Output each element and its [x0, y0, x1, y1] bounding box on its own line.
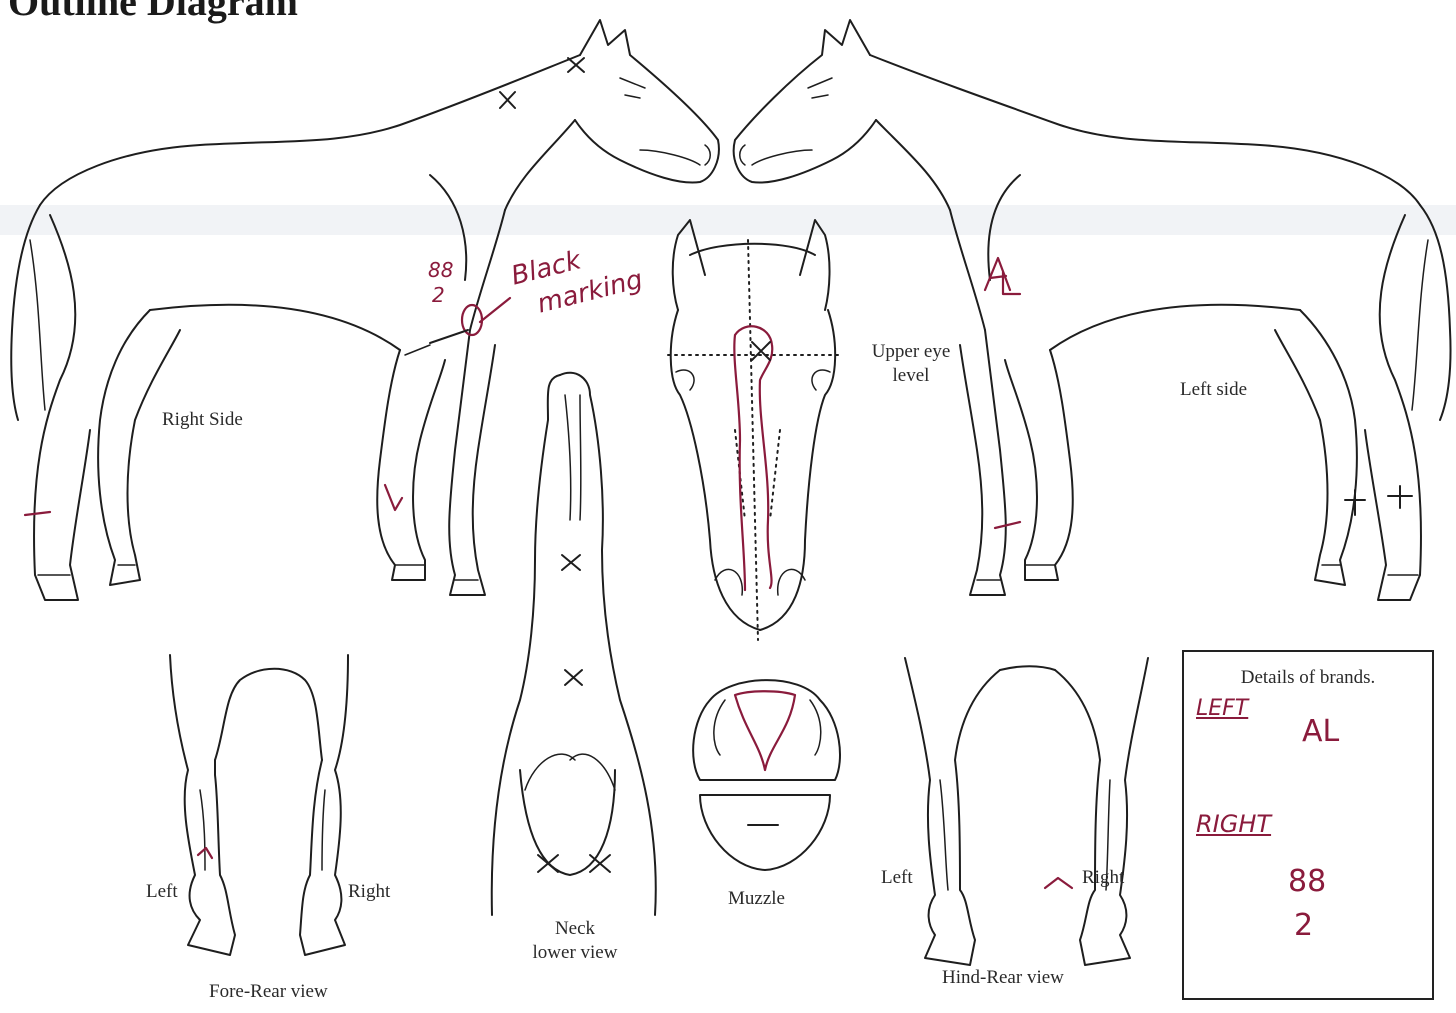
- brand-left-label: LEFT: [1196, 696, 1248, 721]
- hind-rear-view-label: Hind-Rear view: [942, 966, 1064, 990]
- right-brand-note-bottom: 2: [432, 283, 445, 307]
- brand-right-label: RIGHT: [1196, 810, 1271, 838]
- neck-lower-annotations: [538, 555, 610, 872]
- scan-smudge: [0, 205, 1456, 235]
- neck-lower-view-line1: Neck: [510, 917, 640, 941]
- fore-leg-marking: [385, 485, 402, 510]
- whorl-cross-mark: [500, 92, 515, 108]
- neck-lower-outline: [492, 373, 656, 915]
- muzzle-label: Muzzle: [728, 887, 785, 911]
- brand-right-value-line2: 2: [1294, 908, 1313, 943]
- hind-rear-legs-outline: [905, 658, 1148, 965]
- annotation-pointer-line: [480, 298, 510, 322]
- right-side-label: Right Side: [162, 408, 243, 432]
- upper-eye-level-label: Upper eye level: [856, 340, 966, 388]
- upper-eye-level-line2: level: [856, 364, 966, 388]
- brand-details-header: Details of brands.: [1184, 666, 1432, 690]
- muzzle-annotations: [735, 691, 795, 770]
- hind-leg-marking: [25, 512, 50, 515]
- fore-rear-legs-outline: [170, 655, 348, 955]
- neck-lower-view-line2: lower view: [510, 941, 640, 965]
- right-brand-note-top: 88: [428, 258, 453, 282]
- left-brand-mark: [985, 258, 1020, 294]
- leg-cross-mark: [1345, 490, 1365, 515]
- front-head-outline: [668, 220, 838, 640]
- fore-right-label: Right: [348, 880, 390, 904]
- brand-details-box: Details of brands. LEFT AL RIGHT 88 2: [1182, 650, 1434, 1000]
- right-side-horse-outline: [11, 20, 719, 600]
- neck-lower-view-label: Neck lower view: [510, 917, 640, 965]
- fore-leg-marking: [995, 522, 1020, 528]
- hind-right-leg-marking: [1045, 878, 1072, 888]
- fore-left-label: Left: [146, 880, 178, 904]
- right-side-horse-annotations: [25, 58, 584, 515]
- left-side-label: Left side: [1180, 378, 1247, 402]
- annotation-pointer-line: [430, 330, 468, 343]
- left-side-horse-outline: [734, 20, 1451, 600]
- hind-right-label: Right: [1082, 866, 1124, 890]
- whorl-cross-mark: [568, 58, 584, 72]
- upper-eye-level-line1: Upper eye: [856, 340, 966, 364]
- brand-left-value: AL: [1302, 714, 1339, 749]
- hind-left-label: Left: [881, 866, 913, 890]
- brand-right-value-line1: 88: [1288, 864, 1326, 899]
- whorl-cross-mark: [752, 342, 770, 360]
- fore-rear-view-label: Fore-Rear view: [209, 980, 328, 1004]
- leg-cross-mark: [1388, 486, 1412, 508]
- muzzle-outline: [693, 680, 840, 870]
